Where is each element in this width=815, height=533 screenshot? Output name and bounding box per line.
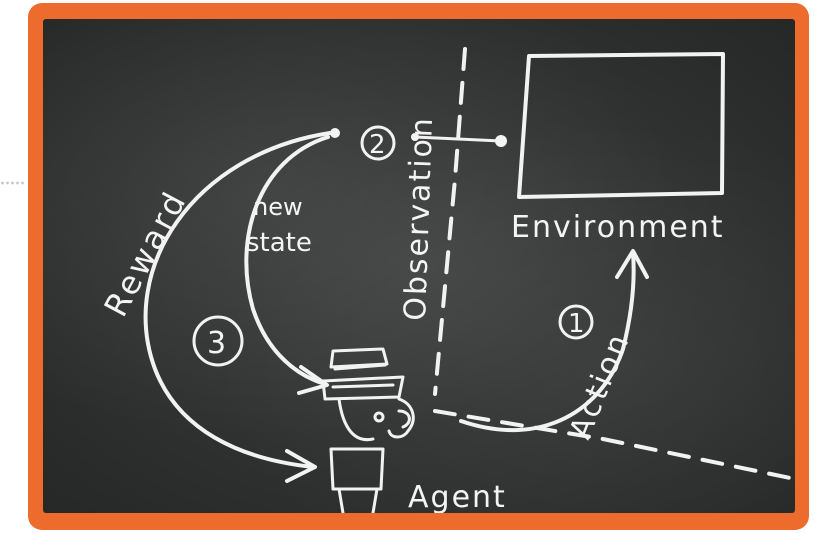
decorative-dots [0, 180, 26, 186]
new-state-arrow [246, 137, 328, 384]
observation-label: Observation [398, 115, 440, 321]
step-1-number: 1 [568, 309, 585, 339]
reinforcement-learning-diagram: Environment Observation 2 Reward 3 new [43, 19, 795, 513]
observation-dashed-line [435, 49, 465, 394]
chalkboard: Environment Observation 2 Reward 3 new [43, 19, 795, 513]
orange-frame: Environment Observation 2 Reward 3 new [28, 3, 809, 530]
step-2-number: 2 [369, 130, 386, 160]
action-label: Action [563, 327, 637, 444]
environment-label: Environment [511, 210, 725, 245]
observation-dot-end [495, 135, 507, 147]
step-3-number: 3 [207, 326, 226, 361]
new-state-label-line2: state [246, 228, 312, 258]
reward-arrow [146, 133, 330, 467]
agent-figure [323, 349, 413, 513]
observation-dot-start [411, 133, 419, 141]
new-state-label-line1: new [253, 193, 303, 221]
agent-label: Agent [408, 480, 507, 513]
environment-box [519, 54, 723, 197]
action-dashed-line [435, 411, 795, 479]
